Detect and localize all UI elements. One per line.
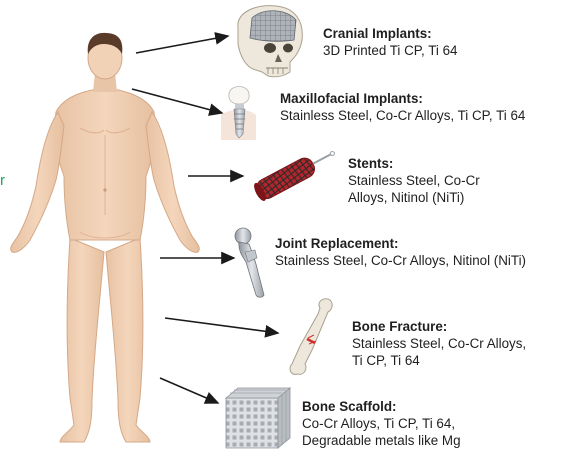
cranial-implants-title: Cranial Implants:	[323, 25, 457, 42]
bone-scaffold-title: Bone Scaffold:	[302, 398, 461, 415]
maxillofacial-implants-title: Maxillofacial Implants:	[280, 90, 525, 107]
joint-replacement-label: Joint Replacement: Stainless Steel, Co-C…	[275, 235, 526, 269]
dental-implant-image	[221, 87, 256, 141]
stents-materials-line-2: Alloys, Nitinol (NiTi)	[348, 189, 480, 206]
joint-replacement-title: Joint Replacement:	[275, 235, 526, 252]
stray-letter: r	[0, 172, 5, 189]
hip-joint-replacement-image	[235, 228, 264, 297]
joint-replacement-materials: Stainless Steel, Co-Cr Alloys, Nitinol (…	[275, 252, 526, 269]
femur-bone-fracture-image	[290, 299, 332, 375]
bone-scaffold-label: Bone Scaffold: Co-Cr Alloys, Ti CP, Ti 6…	[302, 398, 461, 449]
bone-scaffold-materials-line-2: Degradable metals like Mg	[302, 432, 461, 449]
stents-materials-line-1: Stainless Steel, Co-Cr	[348, 172, 480, 189]
cranial-implants-materials: 3D Printed Ti CP, Ti 64	[323, 42, 457, 59]
stents-title: Stents:	[348, 155, 480, 172]
stent-image	[252, 144, 339, 203]
human-body-illustration	[11, 33, 200, 442]
bone-scaffold-materials-line-1: Co-Cr Alloys, Ti CP, Ti 64,	[302, 415, 461, 432]
arrow-scaffold	[160, 378, 218, 403]
skull-cranial-implant-image	[238, 6, 302, 77]
stents-label: Stents: Stainless Steel, Co-Cr Alloys, N…	[348, 155, 480, 206]
cranial-implants-label: Cranial Implants: 3D Printed Ti CP, Ti 6…	[323, 25, 457, 59]
maxillofacial-implants-materials: Stainless Steel, Co-Cr Alloys, Ti CP, Ti…	[280, 107, 525, 124]
arrow-cranial	[136, 36, 228, 53]
pointer-arrows	[132, 36, 278, 403]
bone-fracture-materials-line-2: Ti CP, Ti 64	[352, 352, 526, 369]
bone-fracture-title: Bone Fracture:	[352, 318, 526, 335]
arrow-fracture	[165, 318, 278, 333]
bone-fracture-label: Bone Fracture: Stainless Steel, Co-Cr Al…	[352, 318, 526, 369]
maxillofacial-implants-label: Maxillofacial Implants: Stainless Steel,…	[280, 90, 525, 124]
bone-fracture-materials-line-1: Stainless Steel, Co-Cr Alloys,	[352, 335, 526, 352]
porous-scaffold-cube-image	[226, 388, 290, 448]
